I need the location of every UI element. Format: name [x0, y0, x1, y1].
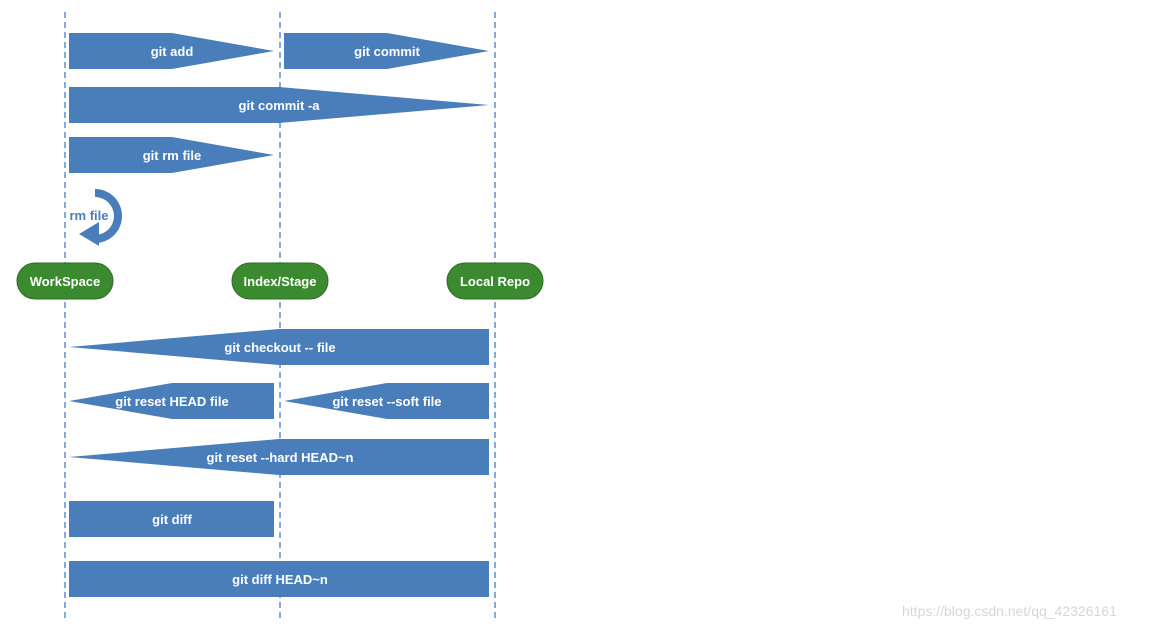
git-add-label: git add	[151, 44, 194, 59]
git-checkout-file-arrow: git checkout -- file	[69, 329, 489, 365]
git-diff-label: git diff	[152, 512, 192, 527]
index-stage-label: Index/Stage	[244, 274, 317, 289]
git-add-arrow: git add	[69, 33, 274, 69]
git-commit-a-arrow: git commit -a	[69, 87, 489, 123]
local-repo-node: Local Repo	[446, 262, 544, 300]
git-rm-file-arrow: git rm file	[69, 137, 274, 173]
git-rm-file-label: git rm file	[143, 148, 202, 163]
rm-file-label: rm file	[69, 208, 108, 223]
workspace-node: WorkSpace	[16, 262, 114, 300]
git-commit-arrow: git commit	[284, 33, 489, 69]
git-reset-head-file-arrow: git reset HEAD file	[69, 383, 274, 419]
git-reset-soft-file-arrow: git reset --soft file	[284, 383, 489, 419]
git-diff-head-n-bar: git diff HEAD~n	[69, 561, 489, 597]
git-diff-bar: git diff	[69, 501, 274, 537]
git-reset-head-file-label: git reset HEAD file	[115, 394, 228, 409]
git-diff-head-n-label: git diff HEAD~n	[232, 572, 328, 587]
git-commit-label: git commit	[354, 44, 420, 59]
git-reset-soft-file-label: git reset --soft file	[332, 394, 441, 409]
local-repo-label: Local Repo	[460, 274, 530, 289]
rm-file-loop-arrow: rm file	[69, 189, 122, 246]
index-stage-node: Index/Stage	[231, 262, 329, 300]
git-checkout-file-label: git checkout -- file	[224, 340, 335, 355]
git-commit-a-label: git commit -a	[239, 98, 321, 113]
watermark-text: https://blog.csdn.net/qq_42326161	[902, 603, 1117, 619]
git-reset-hard-head-n-arrow: git reset --hard HEAD~n	[69, 439, 489, 475]
git-reset-hard-head-n-label: git reset --hard HEAD~n	[207, 450, 354, 465]
workspace-label: WorkSpace	[30, 274, 101, 289]
